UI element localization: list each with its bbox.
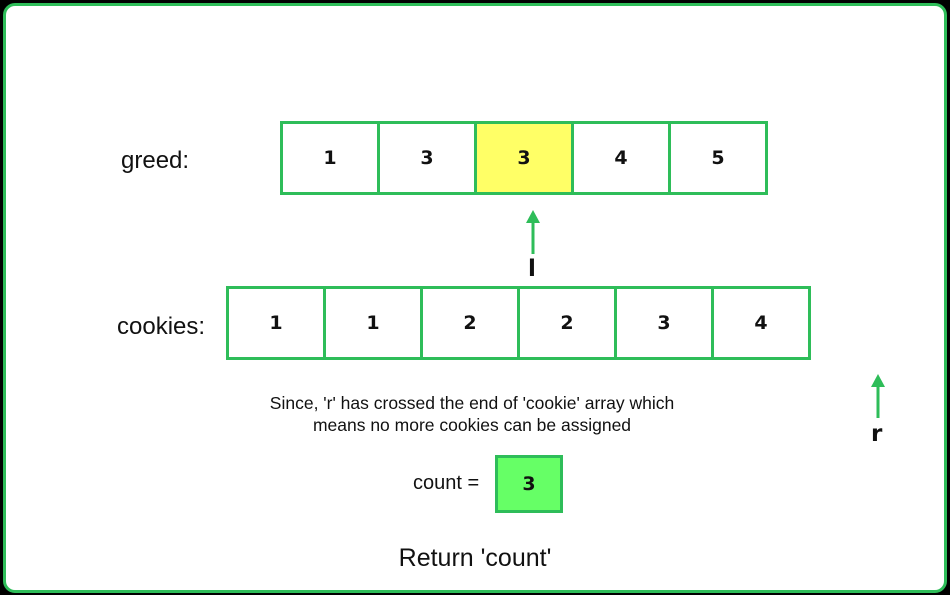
cookies-cell-2: 2 <box>420 286 520 360</box>
cookies-cell-1: 1 <box>323 286 423 360</box>
count-label: count = <box>413 472 480 494</box>
cookies-cell-4: 3 <box>614 286 714 360</box>
cookies-array: 1 1 2 2 3 4 <box>226 286 811 360</box>
greed-cell-2-highlighted: 3 <box>474 121 574 195</box>
return-statement: Return 'count' <box>398 544 552 572</box>
greed-cell-3: 4 <box>571 121 671 195</box>
greed-cell-4: 5 <box>668 121 768 195</box>
right-pointer-arrow-icon <box>871 374 885 418</box>
left-pointer-arrow-icon <box>526 210 540 254</box>
greed-cell-1: 3 <box>377 121 477 195</box>
cookies-cell-3: 2 <box>517 286 617 360</box>
cookies-label: cookies: <box>117 313 206 340</box>
greed-label: greed: <box>121 147 190 174</box>
greed-array: 1 3 3 4 5 <box>280 121 768 195</box>
cookies-cell-0: 1 <box>226 286 326 360</box>
cookies-cell-5: 4 <box>711 286 811 360</box>
count-value-box: 3 <box>495 455 563 513</box>
right-pointer-label: r <box>871 421 883 447</box>
left-pointer-label: l <box>528 256 536 282</box>
greed-cell-0: 1 <box>280 121 380 195</box>
explanation-line-2: means no more cookies can be assigned <box>312 415 632 435</box>
explanation-note: Since, 'r' has crossed the end of 'cooki… <box>230 392 714 436</box>
explanation-line-1: Since, 'r' has crossed the end of 'cooki… <box>269 393 675 413</box>
